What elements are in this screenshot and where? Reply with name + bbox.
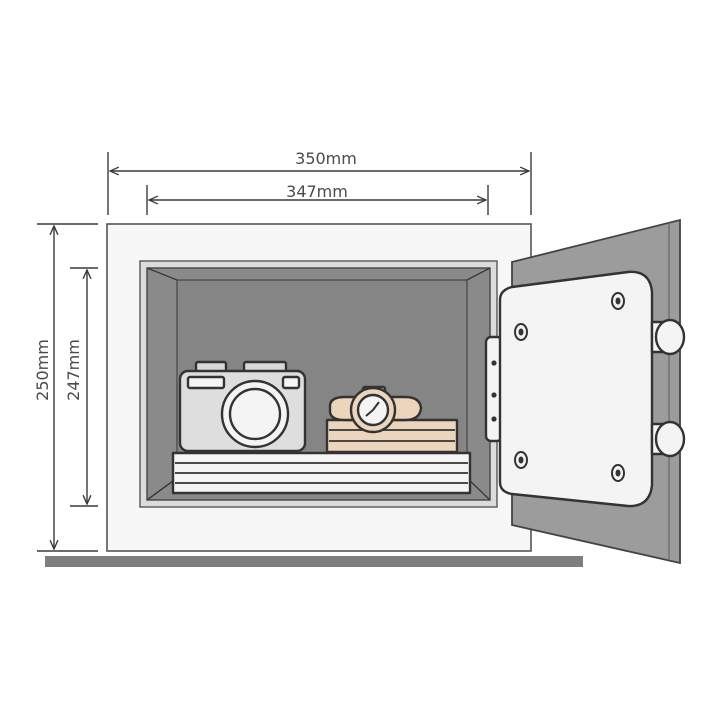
- dimension-inner-width: 347mm: [146, 182, 489, 215]
- dimension-outer-width: 350mm: [107, 149, 532, 215]
- dimension-outer-height: 250mm: [33, 223, 98, 552]
- door-bolts: [650, 318, 686, 458]
- paper-stack: [171, 451, 472, 495]
- safe-door: [484, 218, 686, 565]
- watch-icon: [328, 385, 423, 434]
- dimension-inner-height: 247mm: [64, 267, 98, 507]
- door-screws: [514, 292, 625, 482]
- door-inner-panel: [498, 270, 654, 508]
- outer-height-label: 250mm: [33, 339, 52, 401]
- outer-width-label: 350mm: [295, 149, 357, 168]
- inner-width-label: 347mm: [286, 182, 348, 201]
- floor-bar: [45, 556, 583, 567]
- inner-height-label: 247mm: [64, 339, 83, 401]
- wood-block: [325, 418, 459, 454]
- camera-icon: [178, 360, 307, 453]
